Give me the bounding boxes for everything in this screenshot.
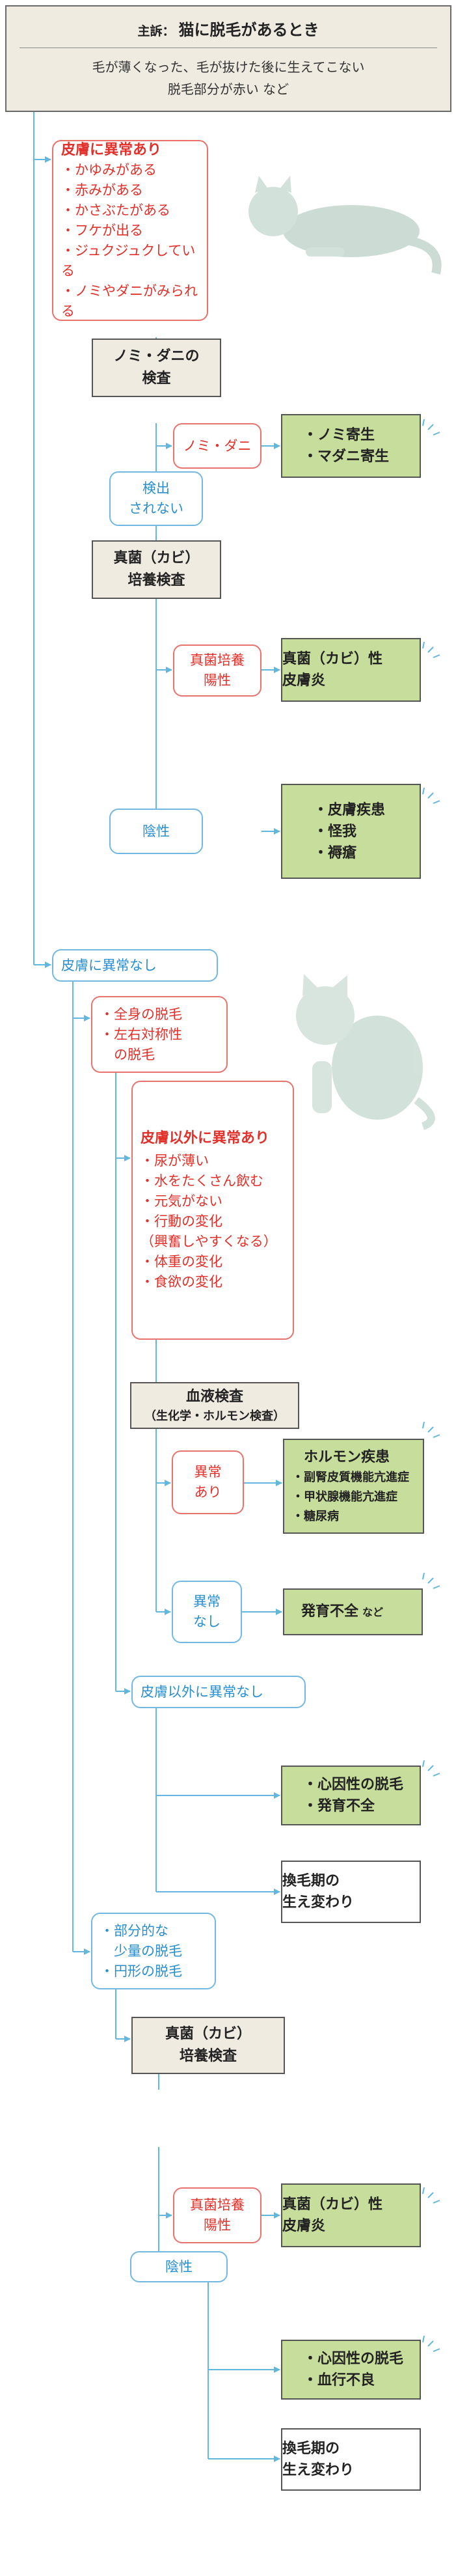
abnormal-yes-box: 異常 あり <box>172 1450 244 1514</box>
hormone-disease-box: ホルモン疾患 ・副腎皮質機能亢進症 ・甲状腺機能亢進症 ・糖尿病 <box>283 1439 424 1534</box>
negative-box-2: 陰性 <box>130 2251 228 2282</box>
skin-abnormal-box: 皮膚に異常あり ・かゆみがある ・赤みがある ・かさぶたがある ・フケが出る ・… <box>52 140 208 321</box>
flea-exam-box: ノミ・ダニの 検査 <box>92 339 221 397</box>
flea-positive-box: ノミ・ダニ <box>173 423 262 469</box>
negative-result-box-1: ・皮膚疾患 ・怪我 ・褥瘡 <box>281 784 421 879</box>
chief-complaint-box: 主訴：猫に脱毛があるとき 毛が薄くなった、毛が抜けた後に生えてこない 脱毛部分が… <box>5 5 451 112</box>
other-abnormal-box: 皮膚以外に異常あり ・尿が薄い ・水をたくさん飲む ・元気がない ・行動の変化 … <box>131 1081 294 1340</box>
symmetric-hair-loss-box: ・全身の脱毛 ・左右対称性 の脱毛 <box>91 996 228 1073</box>
fungal-positive-box-2: 真菌培養 陽性 <box>173 2187 262 2243</box>
fungal-result-box-2: 真菌（カビ）性 皮膚炎 <box>281 2183 421 2247</box>
chief-complaint-title: 主訴：猫に脱毛があるとき <box>20 17 437 48</box>
lying-cat-illustration <box>248 176 442 275</box>
negative-box-1: 陰性 <box>109 809 203 854</box>
fungal-exam-box-1: 真菌（カビ） 培養検査 <box>92 540 221 599</box>
sitting-cat-illustration <box>296 974 435 1130</box>
not-detected-box: 検出 されない <box>109 471 203 526</box>
fungal-exam-box-2: 真菌（カビ） 培養検査 <box>131 2017 285 2074</box>
molting-box-2: 換毛期の 生え変わり <box>281 2428 421 2491</box>
fungal-positive-box-1: 真菌培養 陽性 <box>173 644 262 697</box>
partial-hair-loss-box: ・部分的な 少量の脱毛 ・円形の脱毛 <box>91 1913 216 1989</box>
abnormal-no-box: 異常 なし <box>172 1581 242 1643</box>
molting-box-1: 換毛期の 生え変わり <box>281 1861 421 1923</box>
flea-result-box: ・ノミ寄生 ・マダニ寄生 <box>281 414 421 478</box>
other-normal-box: 皮膚以外に異常なし <box>131 1676 306 1708</box>
psychogenic-box-2: ・心因性の脱毛 ・血行不良 <box>281 2340 421 2400</box>
fungal-result-box-1: 真菌（カビ）性 皮膚炎 <box>281 638 421 702</box>
blood-exam-box: 血液検査 （生化学・ホルモン検査） <box>130 1382 299 1429</box>
sparkle-marks <box>422 419 440 2352</box>
growth-failure-box: 発育不全など <box>283 1588 423 1635</box>
psychogenic-box-1: ・心因性の脱毛 ・発育不全 <box>281 1766 421 1825</box>
skin-normal-box: 皮膚に異常なし <box>52 949 218 982</box>
chief-complaint-description: 毛が薄くなった、毛が抜けた後に生えてこない 脱毛部分が赤い など <box>92 59 365 97</box>
